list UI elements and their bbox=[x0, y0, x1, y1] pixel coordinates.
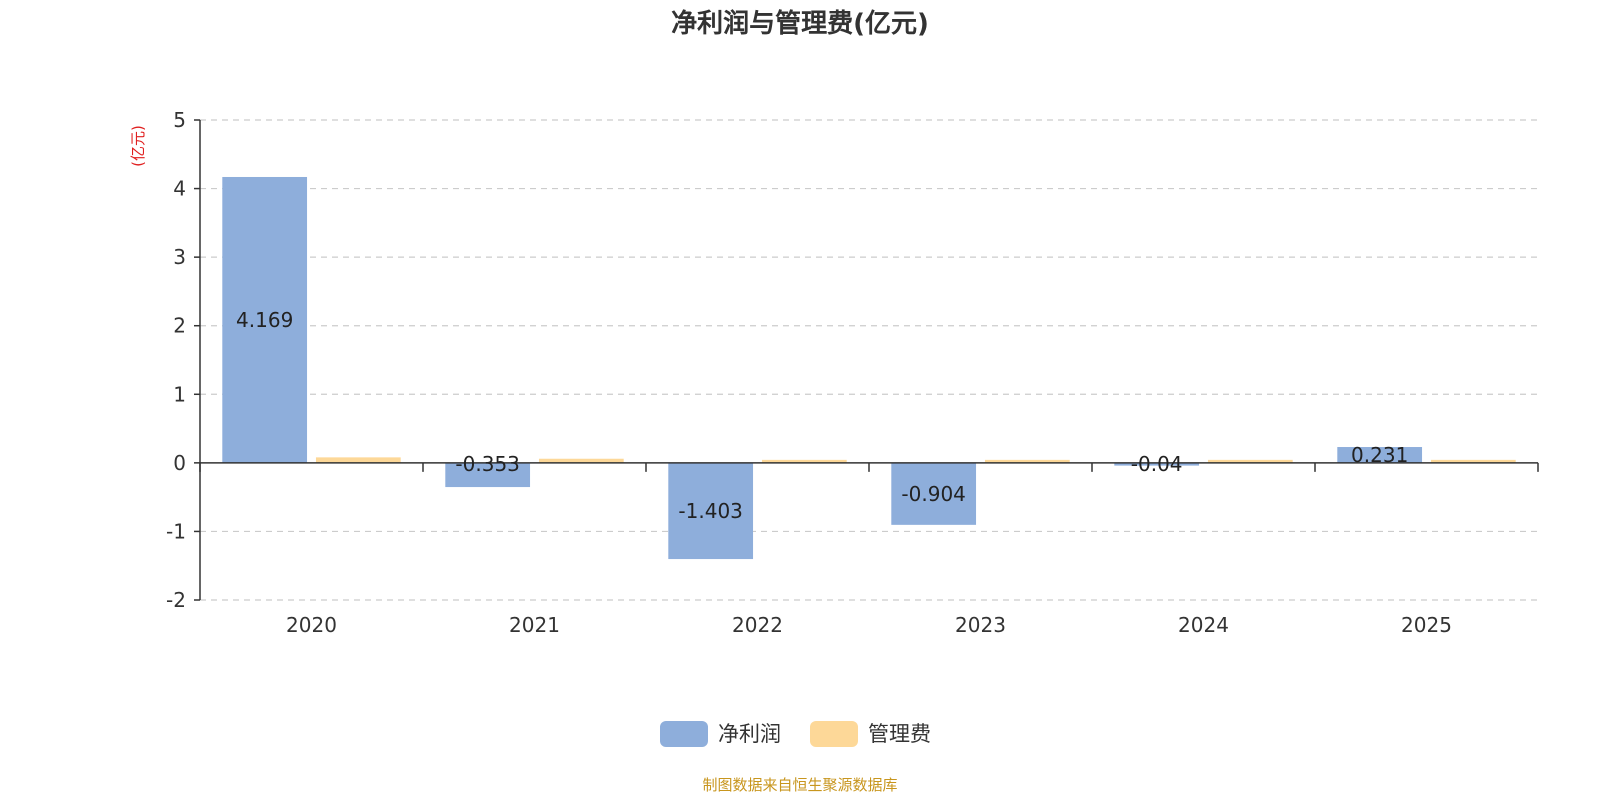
x-tick-label: 2022 bbox=[732, 613, 783, 637]
legend[interactable]: 净利润 管理费 bbox=[660, 721, 931, 747]
chart-title: 净利润与管理费(亿元) bbox=[671, 8, 929, 39]
legend-swatch bbox=[810, 721, 858, 747]
bar-admin-expense bbox=[315, 457, 401, 463]
x-tick-label: 2025 bbox=[1401, 613, 1452, 637]
y-tick-label: 0 bbox=[173, 451, 186, 475]
data-label: -0.353 bbox=[455, 452, 519, 476]
x-tick-label: 2021 bbox=[509, 613, 560, 637]
bar-net-profit bbox=[1337, 447, 1423, 463]
legend-label: 管理费 bbox=[868, 722, 931, 746]
bar-net-profit bbox=[1114, 462, 1200, 466]
bar-admin-expense bbox=[984, 459, 1070, 463]
bar-net-profit bbox=[445, 462, 531, 488]
bar-admin-expense bbox=[1430, 459, 1516, 463]
bar-net-profit bbox=[891, 462, 977, 525]
bar-admin-expense bbox=[538, 458, 624, 463]
legend-item-admin-expense[interactable]: 管理费 bbox=[810, 721, 931, 747]
y-tick-label: 5 bbox=[173, 108, 186, 132]
data-label: 4.169 bbox=[236, 308, 293, 332]
bars bbox=[222, 176, 1516, 560]
data-label: 0.231 bbox=[1351, 443, 1408, 467]
y-tick-label: 3 bbox=[173, 245, 186, 269]
y-tick-label: -2 bbox=[166, 588, 186, 612]
legend-item-net-profit[interactable]: 净利润 bbox=[660, 721, 781, 747]
axes: -2 -1 0 1 2 3 4 5 2020 2021 2022 2023 2024 2025 bbox=[166, 108, 1539, 637]
x-tick-label: 2023 bbox=[955, 613, 1006, 637]
y-tick-label: 4 bbox=[173, 177, 186, 201]
bar-net-profit bbox=[222, 176, 308, 463]
bar-net-profit bbox=[668, 462, 754, 560]
y-axis-unit-label: (亿元) bbox=[129, 125, 147, 167]
legend-swatch bbox=[660, 721, 708, 747]
y-tick-label: 1 bbox=[173, 382, 186, 406]
data-labels: 4.169 -0.353 -1.403 -0.904 -0.04 0.231 bbox=[236, 308, 1408, 523]
data-label: -0.904 bbox=[901, 482, 965, 506]
data-label: -0.04 bbox=[1131, 452, 1183, 476]
y-tick-label: 2 bbox=[173, 314, 186, 338]
x-tick-label: 2024 bbox=[1178, 613, 1229, 637]
bar-admin-expense bbox=[761, 459, 847, 463]
y-tick-label: -1 bbox=[166, 519, 186, 543]
x-tick-label: 2020 bbox=[286, 613, 337, 637]
source-note: 制图数据来自恒生聚源数据库 bbox=[702, 776, 897, 794]
data-label: -1.403 bbox=[678, 499, 742, 523]
legend-label: 净利润 bbox=[718, 722, 781, 746]
grid-lines bbox=[200, 119, 1538, 601]
bar-admin-expense bbox=[1207, 459, 1293, 463]
